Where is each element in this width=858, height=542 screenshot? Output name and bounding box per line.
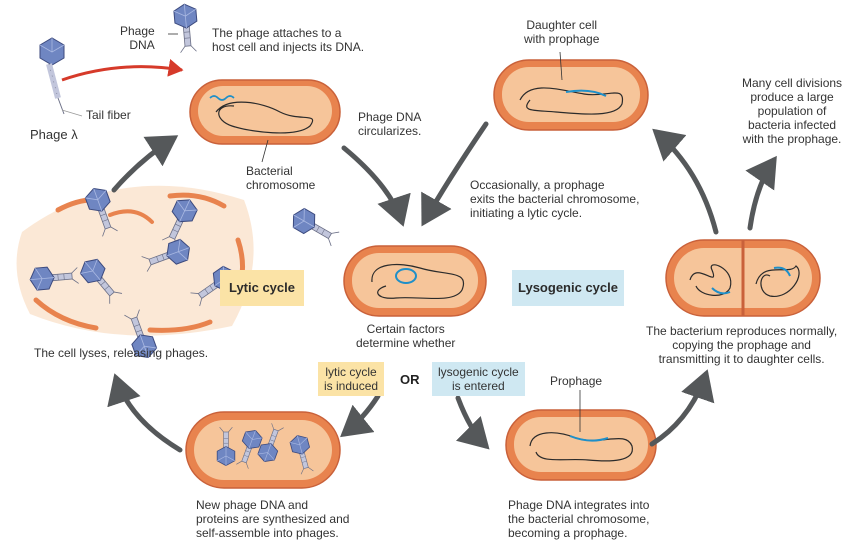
lytic-cycle-tag: Lytic cycle [220,270,304,306]
phage-dna-label: Phage DNA [120,24,155,52]
circularizes-step-label: Phage DNA circularizes. [358,110,421,138]
tail-fiber-label: Tail fiber [86,108,131,122]
many-divisions-label: Many cell divisions produce a large popu… [742,76,842,146]
dividing-cell [666,240,820,316]
lysed-cell [17,186,254,336]
daughter-cell [494,52,648,130]
host-cell-attachment [190,80,340,162]
cell-lyses-label: The cell lyses, releasing phages. [34,346,208,360]
prophage-exits-label: Occasionally, a prophage exits the bacte… [470,178,639,220]
lysogenic-entered-tag: lysogenic cycle is entered [432,362,525,396]
certain-factors-label: Certain factors determine whether [356,322,455,350]
prophage-label: Prophage [550,374,602,388]
host-cell-prophage [506,390,656,480]
attach-step-label: The phage attaches to a host cell and in… [212,26,364,54]
lysogenic-cycle-tag: Lysogenic cycle [512,270,624,306]
or-label: OR [400,372,420,387]
reproduces-label: The bacterium reproduces normally, copyi… [646,324,837,366]
daughter-cell-label: Daughter cell with prophage [524,18,599,46]
integrates-step-label: Phage DNA integrates into the bacterial … [508,498,649,540]
attaching-phage [173,3,199,53]
host-cell-decision [344,246,486,316]
new-phage-step-label: New phage DNA and proteins are synthesiz… [196,498,349,540]
floating-phage [288,205,341,248]
injection-arrow [62,67,182,80]
bacterial-chromosome-label: Bacterial chromosome [246,164,315,192]
phage-lambda-label: Phage λ [30,128,78,142]
lytic-induced-tag: lytic cycle is induced [318,362,384,396]
